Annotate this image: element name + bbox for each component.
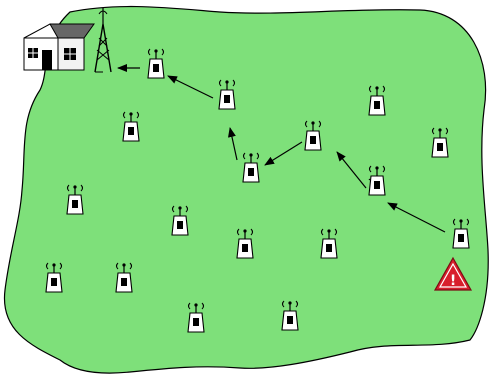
route-arrow xyxy=(336,151,367,189)
warning-triangle-icon: ! xyxy=(433,256,473,291)
radio-tower-icon xyxy=(94,8,112,73)
route-arrow xyxy=(264,141,303,166)
route-arrow xyxy=(167,75,214,99)
base-station-building-icon xyxy=(23,23,95,71)
route-arrow xyxy=(387,202,446,233)
alert-symbol: ! xyxy=(450,273,456,289)
route-arrow xyxy=(368,178,371,181)
route-arrow xyxy=(228,127,238,161)
